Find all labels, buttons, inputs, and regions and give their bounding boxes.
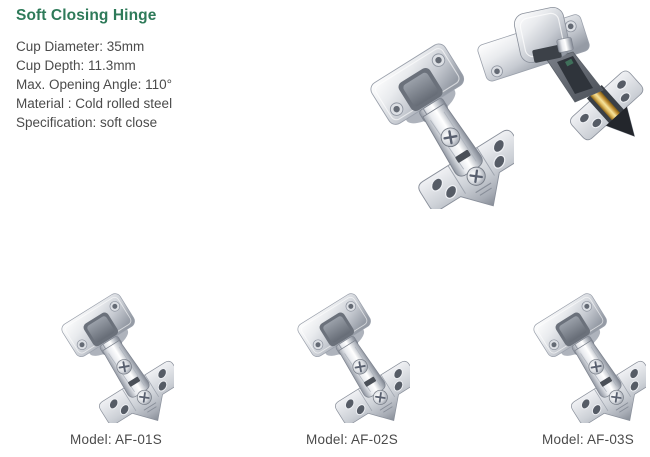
spec-cup-diameter: Cup Diameter: 35mm [16, 39, 145, 54]
hero-product-image [360, 0, 650, 236]
product-card-af-03s: Model: AF-03S [513, 289, 650, 447]
page-title: Soft Closing Hinge [16, 7, 157, 24]
spec-opening-angle: Max. Opening Angle: 110° [16, 77, 173, 92]
product-card-af-01s: Model: AF-01S [41, 289, 191, 447]
model-label-af-01s: Model: AF-01S [70, 432, 162, 447]
hinge-af-03s-image [530, 289, 646, 423]
model-label-af-03s: Model: AF-03S [542, 432, 634, 447]
hero-open-hinge-image [477, 4, 647, 164]
hinge-af-02s-image [294, 289, 410, 423]
spec-cup-depth: Cup Depth: 11.3mm [16, 58, 136, 73]
spec-soft-close: Specification: soft close [16, 115, 158, 130]
spec-list: Cup Diameter: 35mm Cup Depth: 11.3mm Max… [16, 37, 172, 132]
product-card-af-02s: Model: AF-02S [277, 289, 427, 447]
hinge-af-01s-image [58, 289, 174, 423]
spec-material: Material : Cold rolled steel [16, 96, 173, 111]
model-label-af-02s: Model: AF-02S [306, 432, 398, 447]
